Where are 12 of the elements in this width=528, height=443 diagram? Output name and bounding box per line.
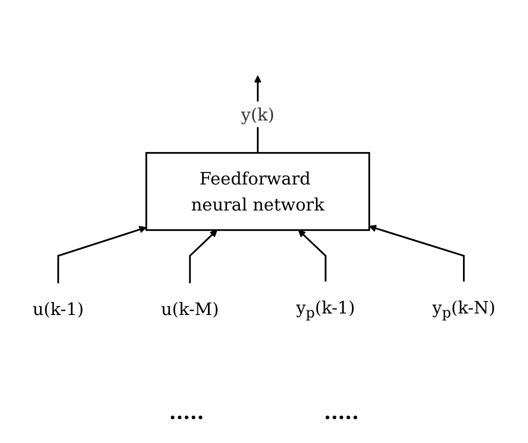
edge-label: y(k) — [241, 104, 274, 125]
node-box: Feedforward neural network — [145, 152, 370, 232]
node-text: u(k-M) — [161, 299, 219, 320]
node-text: y$_{p}$(k-N) — [432, 297, 496, 322]
arrow — [368, 225, 465, 282]
node-text: u(k-1) — [32, 299, 84, 320]
arrow — [57, 226, 147, 284]
node-text: y$_{p}$(k-1) — [296, 297, 356, 322]
ellipsis-text: ..... — [324, 400, 359, 424]
ellipsis-text: ..... — [169, 400, 204, 424]
arrow — [298, 230, 326, 282]
arrow — [189, 230, 218, 284]
